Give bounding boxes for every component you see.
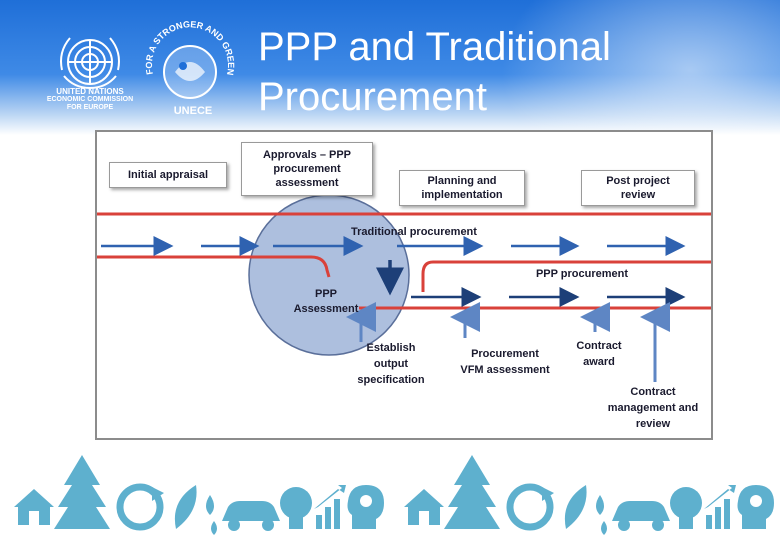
approvals-label: Approvals – PPP procurement assessment	[262, 149, 352, 189]
stage-planning: Planning and implementation	[399, 170, 525, 206]
initial-appraisal-label: Initial appraisal	[127, 169, 209, 181]
recycle-icon	[116, 483, 164, 531]
milestone-contract-award: Contract award	[576, 340, 622, 368]
leaf-drop-icon	[174, 485, 217, 535]
milestone-arrows	[346, 302, 670, 382]
bulb-icon	[280, 487, 312, 529]
milestone-output-spec: Establish output specification	[357, 342, 425, 386]
title-line2: Procurement	[258, 75, 487, 119]
un-line1: UNITED NATIONS	[56, 87, 124, 96]
tree-icon	[54, 455, 110, 529]
slide-header: UNITED NATIONS ECONOMIC COMMISSION FOR E…	[0, 0, 780, 135]
ppp-assessment-label: PPP Assessment	[293, 288, 359, 315]
ppp-track-upper	[421, 260, 711, 292]
title-line1: PPP and Traditional	[258, 25, 611, 69]
milestone-vfm: Procurement VFM assessment	[460, 348, 550, 376]
un-emblem-icon	[60, 37, 120, 90]
stage-approvals: Approvals – PPP procurement assessment	[241, 142, 373, 196]
footer-icon-strip	[14, 445, 780, 540]
un-line3: FOR EUROPE	[66, 104, 114, 111]
planning-label: Planning and implementation	[421, 175, 503, 201]
ppp-procurement-label: PPP procurement	[535, 268, 629, 280]
head-gear-icon	[347, 485, 384, 529]
un-line2: ECONOMIC COMMISSION	[46, 96, 134, 103]
slide-title: PPP and Traditional Procurement	[258, 22, 658, 122]
house-icon	[14, 489, 54, 525]
un-wordmark: UNITED NATIONS ECONOMIC COMMISSION FOR E…	[38, 88, 142, 112]
growth-chart-icon	[314, 485, 346, 529]
stage-initial-appraisal: Initial appraisal	[109, 162, 227, 188]
car-icon	[222, 501, 280, 531]
unece-seal-icon: FOR A STRONGER AND GREENER ECONOMY UNECE	[135, 12, 236, 117]
stage-post-review: Post project review	[581, 170, 695, 206]
diagram-canvas	[97, 194, 711, 382]
traditional-procurement-label: Traditional procurement	[351, 226, 477, 238]
traditional-track-lower	[97, 255, 331, 278]
header-glow	[500, 0, 780, 135]
svg-text:UNECE: UNECE	[174, 105, 213, 117]
milestone-contract-mgmt: Contract management and review	[607, 386, 699, 430]
post-review-label: Post project review	[606, 175, 670, 201]
procurement-diagram: Initial appraisal Approvals – PPP procur…	[95, 130, 713, 440]
